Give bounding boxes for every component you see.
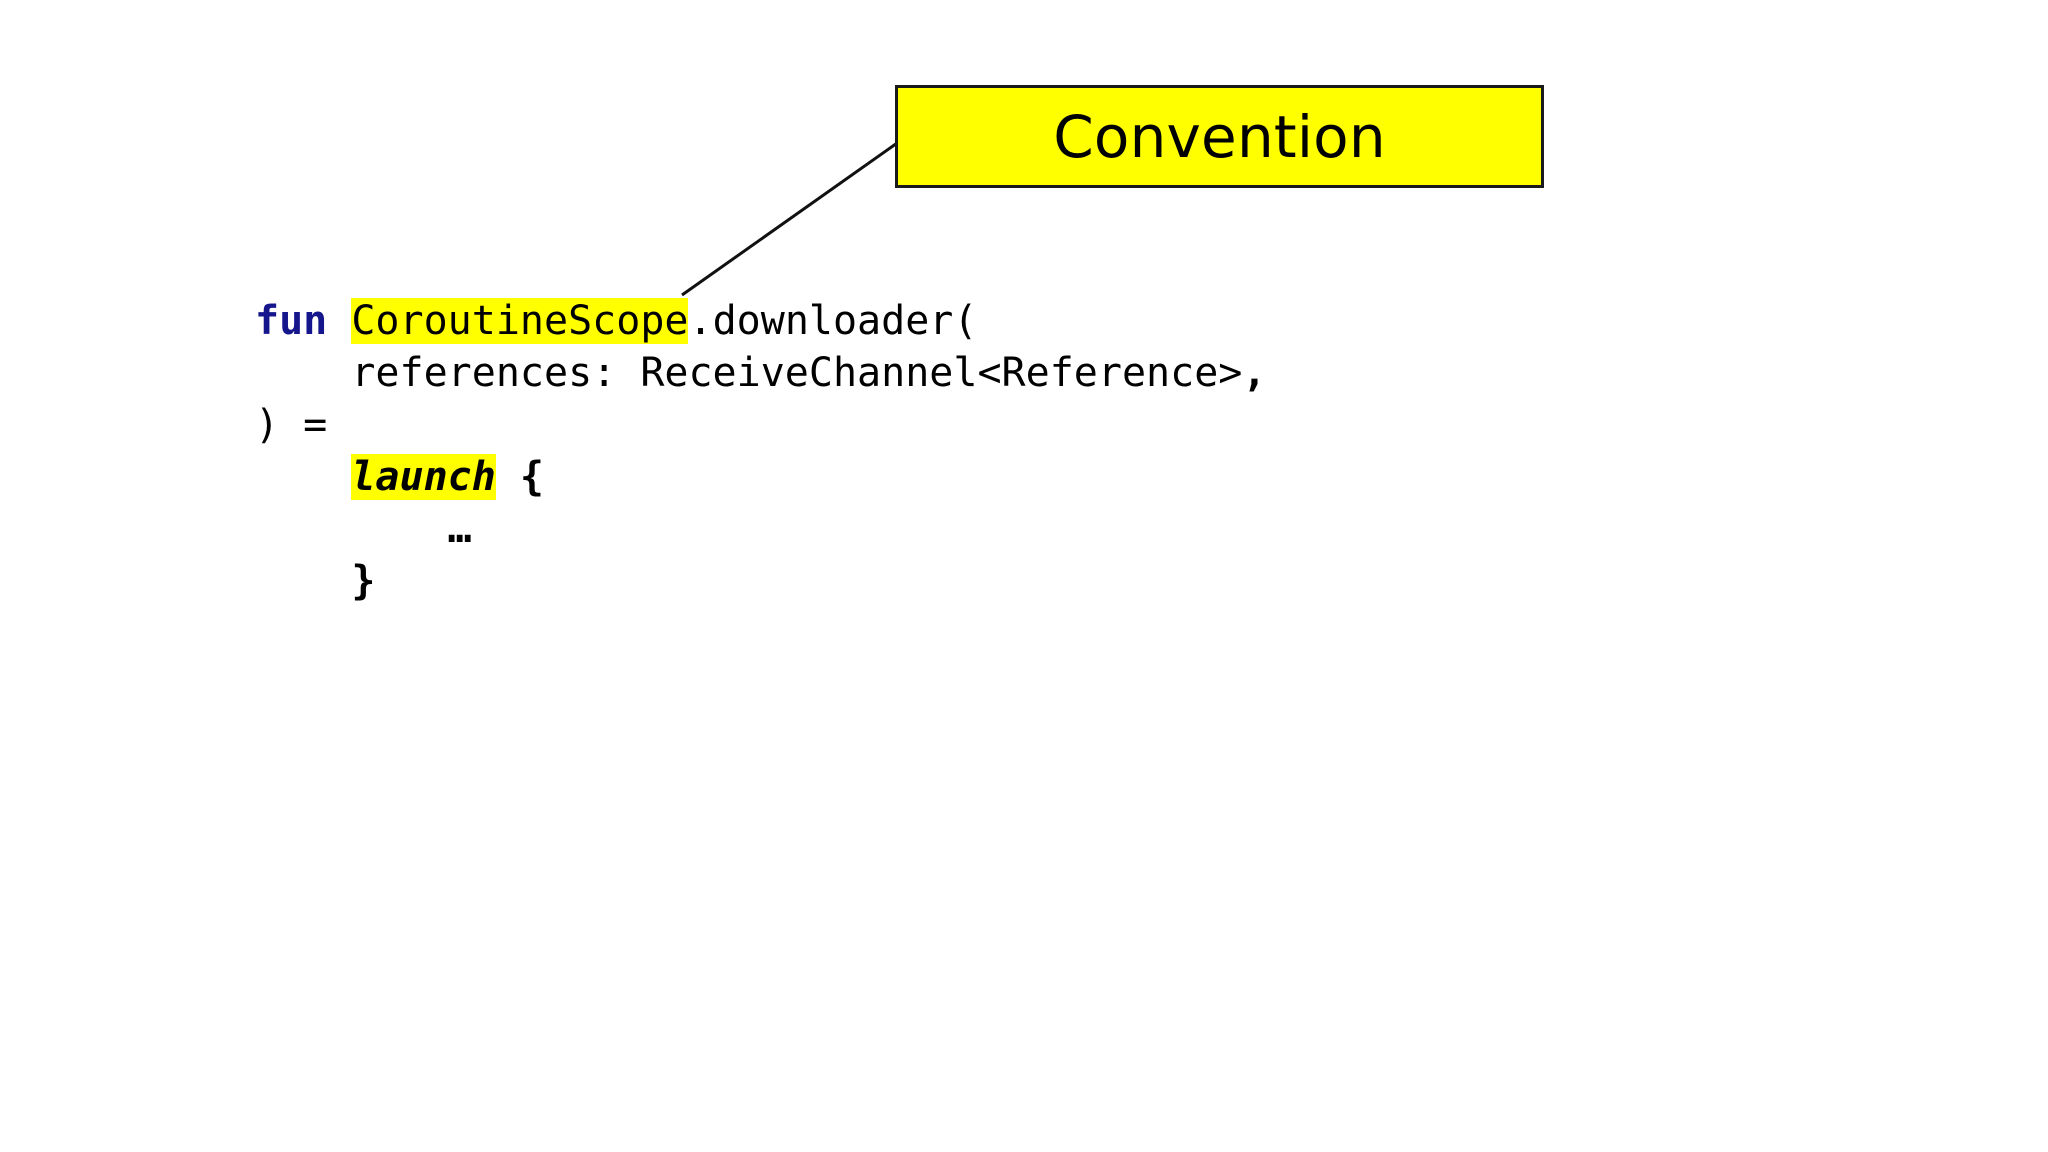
code-token: references: ReceiveChannel<Reference> (255, 350, 1243, 396)
code-line: } (255, 555, 1266, 607)
code-line: ) = (255, 399, 1266, 451)
convention-callout-label: Convention (1053, 102, 1386, 171)
code-token: , (1242, 350, 1267, 396)
code-token (255, 454, 351, 500)
code-line: launch { (255, 451, 1266, 503)
code-token: } (351, 558, 376, 604)
code-token: .downloader( (688, 298, 978, 344)
code-token (255, 558, 351, 604)
code-token: CoroutineScope (351, 298, 689, 344)
code-token: launch (351, 454, 496, 500)
callout-leader-line (681, 139, 901, 297)
code-token: … (447, 506, 472, 552)
code-token (255, 506, 448, 552)
code-token: fun (255, 298, 352, 344)
code-token: { (519, 454, 545, 500)
convention-callout-box: Convention (895, 85, 1544, 188)
code-line: references: ReceiveChannel<Reference>, (255, 347, 1266, 399)
code-line: … (255, 503, 1266, 555)
code-token (496, 454, 520, 500)
code-token: ) = (255, 402, 328, 448)
code-line: fun CoroutineScope.downloader( (255, 295, 1266, 347)
code-snippet: fun CoroutineScope.downloader( reference… (255, 295, 1266, 607)
